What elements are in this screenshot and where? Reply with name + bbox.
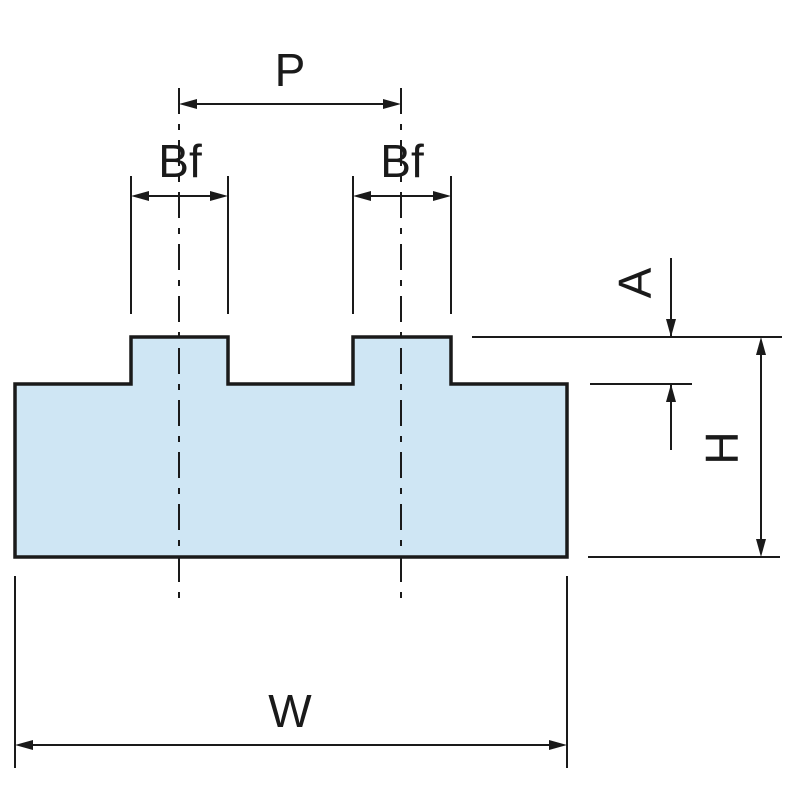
- total-height-dimension: [588, 337, 780, 558]
- profile-outline: [13, 335, 569, 559]
- step-height-label: A: [609, 267, 661, 298]
- total-height-label: H: [696, 431, 748, 464]
- flange-width-right-dimension: [352, 176, 452, 314]
- pitch-dimension: [179, 99, 401, 109]
- pitch-label: P: [275, 44, 306, 96]
- width-label: W: [268, 685, 312, 737]
- flange-width-right-label: Bf: [380, 135, 424, 187]
- width-dimension: [14, 576, 568, 768]
- flange-width-left-dimension: [130, 176, 229, 314]
- step-height-dimension: [472, 258, 782, 450]
- flange-width-left-label: Bf: [158, 135, 202, 187]
